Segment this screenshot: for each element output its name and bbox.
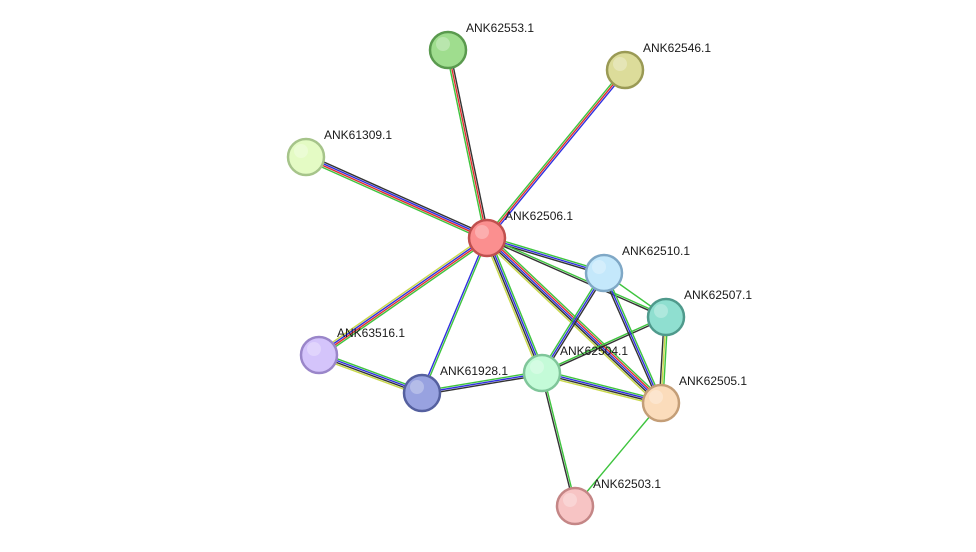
node-ank62546-1[interactable] (605, 50, 645, 90)
edge-evidence-line (306, 155, 488, 238)
node-ank61309-1[interactable] (286, 137, 326, 177)
edge-evidence-line (605, 271, 664, 403)
edge-evidence-line (487, 236, 667, 317)
node-label-ank61309-1: ANK61309.1 (324, 128, 392, 142)
edge-evidence-line (483, 238, 541, 375)
node-label-ank62546-1: ANK62546.1 (643, 41, 711, 55)
edge-evidence-line (541, 315, 666, 373)
edge-evidence-line (421, 370, 542, 392)
edges-layer (304, 49, 669, 507)
edge-evidence-line (318, 236, 487, 355)
edge-ank62506-1-ank63516-1 (317, 235, 489, 358)
edge-evidence-line (485, 238, 661, 405)
edge-evidence-line (421, 372, 543, 394)
node-label-ank62506-1: ANK62506.1 (505, 209, 573, 223)
node-label-ank62503-1: ANK62503.1 (593, 477, 661, 491)
node-highlight (307, 342, 321, 356)
edge-ank62510-1-ank62505-1 (601, 271, 664, 405)
node-highlight (654, 304, 668, 318)
edge-evidence-line (420, 237, 487, 393)
edge-evidence-line (542, 369, 662, 402)
edge-evidence-line (447, 49, 488, 239)
node-label-ank62505-1: ANK62505.1 (679, 374, 747, 388)
edge-ank62506-1-ank62504-1 (483, 236, 546, 375)
edge-ank62506-1-ank62546-1 (485, 68, 627, 240)
node-ank63516-1[interactable] (299, 335, 339, 375)
edge-evidence-line (542, 371, 662, 403)
edge-evidence-line (541, 272, 605, 374)
edge-evidence-line (488, 236, 546, 373)
edge-evidence-line (574, 402, 662, 507)
node-label-ank62504-1: ANK62504.1 (560, 344, 628, 358)
node-label-ank62553-1: ANK62553.1 (466, 21, 534, 35)
edge-evidence-line (304, 158, 487, 242)
edge-ank62506-1-ank62553-1 (445, 49, 490, 239)
edge-evidence-line (539, 271, 604, 373)
node-ank62510-1[interactable] (584, 253, 624, 293)
edge-ank62504-1-ank62503-1 (540, 372, 577, 507)
edge-ank62504-1-ank62510-1 (539, 271, 607, 375)
edge-evidence-line (305, 157, 487, 240)
edge-ank62506-1-ank61928-1 (420, 237, 489, 394)
node-highlight (649, 390, 663, 404)
edge-ank61928-1-ank62504-1 (421, 370, 543, 396)
edge-evidence-line (601, 273, 660, 405)
edge-evidence-line (541, 373, 661, 405)
edge-evidence-line (542, 317, 667, 375)
edge-evidence-line (542, 273, 607, 375)
node-ank61928-1[interactable] (402, 373, 442, 413)
node-ank62507-1[interactable] (646, 297, 686, 337)
edge-evidence-line (485, 238, 542, 374)
edge-ank62506-1-ank61309-1 (304, 153, 489, 242)
edge-evidence-line (317, 235, 486, 354)
edge-evidence-line (486, 69, 626, 239)
labels-layer: ANK62553.1ANK62546.1ANK61309.1ANK62506.1… (324, 21, 752, 491)
edge-ank62504-1-ank62507-1 (541, 315, 667, 375)
node-label-ank61928-1: ANK61928.1 (440, 364, 508, 378)
edge-evidence-line (540, 373, 575, 507)
edge-evidence-line (319, 238, 488, 357)
node-label-ank62510-1: ANK62510.1 (622, 244, 690, 258)
node-highlight (294, 144, 308, 158)
edge-evidence-line (320, 239, 489, 358)
edge-evidence-line (486, 238, 666, 319)
edge-evidence-line (487, 235, 605, 272)
node-highlight (436, 37, 450, 51)
edge-evidence-line (486, 237, 605, 274)
edge-evidence-line (306, 153, 489, 237)
node-highlight (592, 260, 606, 274)
edge-evidence-line (487, 237, 544, 373)
edge-evidence-line (603, 272, 662, 404)
edge-evidence-line (445, 50, 486, 239)
edge-evidence-line (422, 374, 543, 396)
edge-ank62504-1-ank62505-1 (541, 369, 662, 407)
node-highlight (563, 493, 577, 507)
node-label-ank63516-1: ANK63516.1 (337, 326, 405, 340)
node-ank62504-1[interactable] (522, 353, 562, 393)
node-label-ank62507-1: ANK62507.1 (684, 288, 752, 302)
nodes-layer (286, 30, 686, 526)
edge-evidence-line (542, 372, 577, 506)
node-ank62553-1[interactable] (428, 30, 468, 70)
node-highlight (530, 360, 544, 374)
edge-evidence-line (485, 68, 625, 238)
edge-evidence-line (449, 49, 490, 238)
node-ank62503-1[interactable] (555, 486, 595, 526)
edge-evidence-line (541, 374, 661, 407)
node-highlight (475, 225, 489, 239)
node-ank62506-1[interactable] (467, 218, 507, 258)
edge-evidence-line (487, 70, 627, 240)
node-highlight (410, 380, 424, 394)
edge-ank62505-1-ank62503-1 (574, 402, 662, 507)
node-ank62505-1[interactable] (641, 383, 681, 423)
node-highlight (613, 57, 627, 71)
edge-ank62506-1-ank62507-1 (486, 236, 667, 319)
edge-evidence-line (422, 238, 489, 394)
